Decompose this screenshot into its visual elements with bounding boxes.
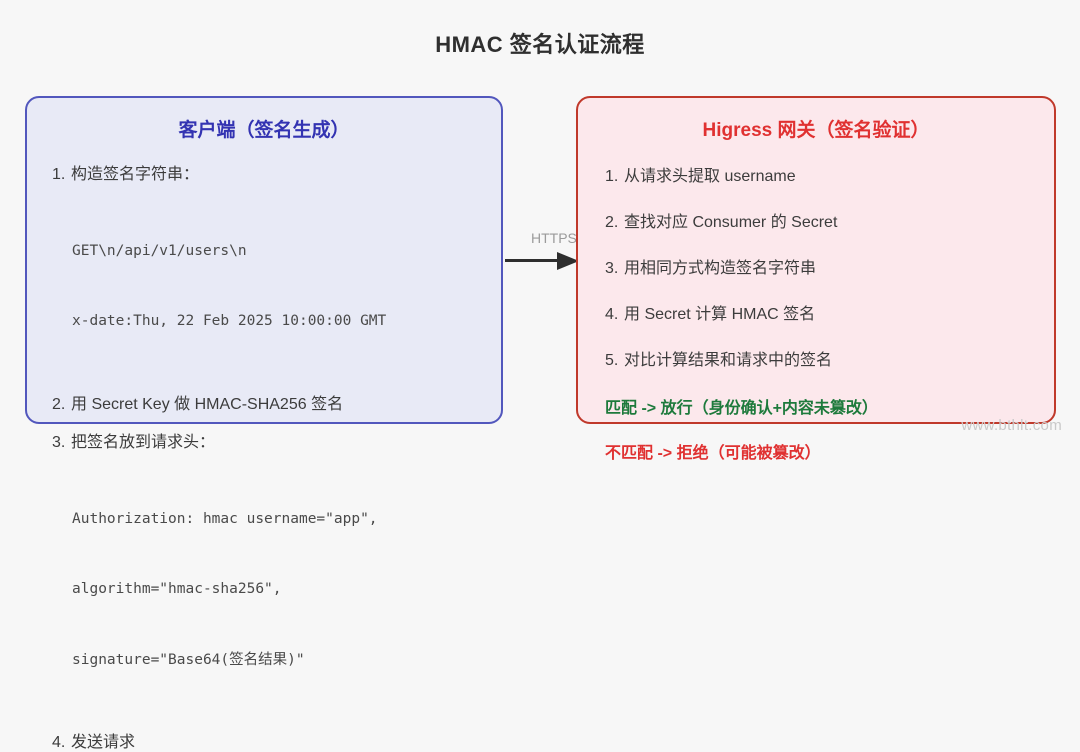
arrow-head-icon [557,252,579,270]
client-step-1: 1. 构造签名字符串： [52,160,501,184]
client-step-1-number: 1. [52,166,66,183]
client-step-2-number: 2. [52,395,66,413]
client-step-1-text: 构造签名字符串： [71,166,200,183]
signing-string-code-block: GET\n/api/v1/users\n x-date:Thu, 22 Feb … [52,193,501,381]
client-step-list: 1. 构造签名字符串： GET\n/api/v1/users\n x-date:… [27,160,501,752]
verdict-pass: 匹配 -> 放行（身份确认+内容未篡改） [605,400,878,417]
client-step-3: 3. 把签名放到请求头： [52,428,501,452]
gateway-step-3-number: 3. [605,260,619,277]
gateway-step-2: 2. 查找对应 Consumer 的 Secret [605,208,1054,232]
gateway-step-1: 1. 从请求头提取 username [605,162,1054,186]
gateway-step-4: 4. 用 Secret 计算 HMAC 签名 [605,300,1054,324]
client-step-4-text: 发送请求 [71,734,136,752]
gateway-step-1-text: 从请求头提取 username [624,168,796,185]
gateway-step-2-text: 查找对应 Consumer 的 Secret [624,214,838,231]
client-step-2: 2. 用 Secret Key 做 HMAC-SHA256 签名 [52,390,501,414]
gateway-panel-heading: Higress 网关（签名验证） [702,120,930,141]
arrow-line [505,259,563,262]
client-step-4-number: 4. [52,734,66,752]
client-panel: 客户端（签名生成） 1. 构造签名字符串： GET\n/api/v1/users… [25,96,503,751]
gateway-step-2-number: 2. [605,214,619,231]
gateway-step-3: 3. 用相同方式构造签名字符串 [605,254,1054,278]
page-title: HMAC 签名认证流程 [435,32,645,57]
gateway-step-4-text: 用 Secret 计算 HMAC 签名 [624,306,816,323]
gateway-panel: Higress 网关（签名验证） 1. 从请求头提取 username 2. 查… [576,96,1056,462]
gateway-step-5-number: 5. [605,352,619,369]
gateway-step-3-text: 用相同方式构造签名字符串 [624,260,817,277]
authorization-line-3: signature="Base64(签名结果)" [72,651,305,668]
signing-string-line-2: x-date:Thu, 22 Feb 2025 10:00:00 GMT [72,313,387,330]
client-step-4: 4. 发送请求 [52,728,501,752]
client-step-3-text: 把签名放到请求头： [71,433,216,451]
gateway-step-5-text: 对比计算结果和请求中的签名 [624,352,833,369]
hmac-flow-diagram: HMAC 签名认证流程 客户端（签名生成） 1. 构造签名字符串： GET\n/… [25,32,1062,751]
connector-label: HTTPS [531,230,577,246]
client-step-2-text: 用 Secret Key 做 HMAC-SHA256 签名 [71,395,344,413]
client-panel-heading: 客户端（签名生成） [178,120,350,141]
signing-string-line-1: GET\n/api/v1/users\n [72,242,247,259]
gateway-step-1-number: 1. [605,168,619,185]
authorization-line-1: Authorization: hmac username="app", [72,510,378,527]
watermark: www.bthlt.com [961,417,1062,434]
gateway-step-list: 1. 从请求头提取 username 2. 查找对应 Consumer 的 Se… [578,162,1054,370]
authorization-header-code-block: Authorization: hmac username="app", algo… [52,461,501,719]
gateway-step-5: 5. 对比计算结果和请求中的签名 [605,346,1054,370]
https-arrow [505,252,583,270]
gateway-step-4-number: 4. [605,306,619,323]
authorization-line-2: algorithm="hmac-sha256", [72,581,282,598]
